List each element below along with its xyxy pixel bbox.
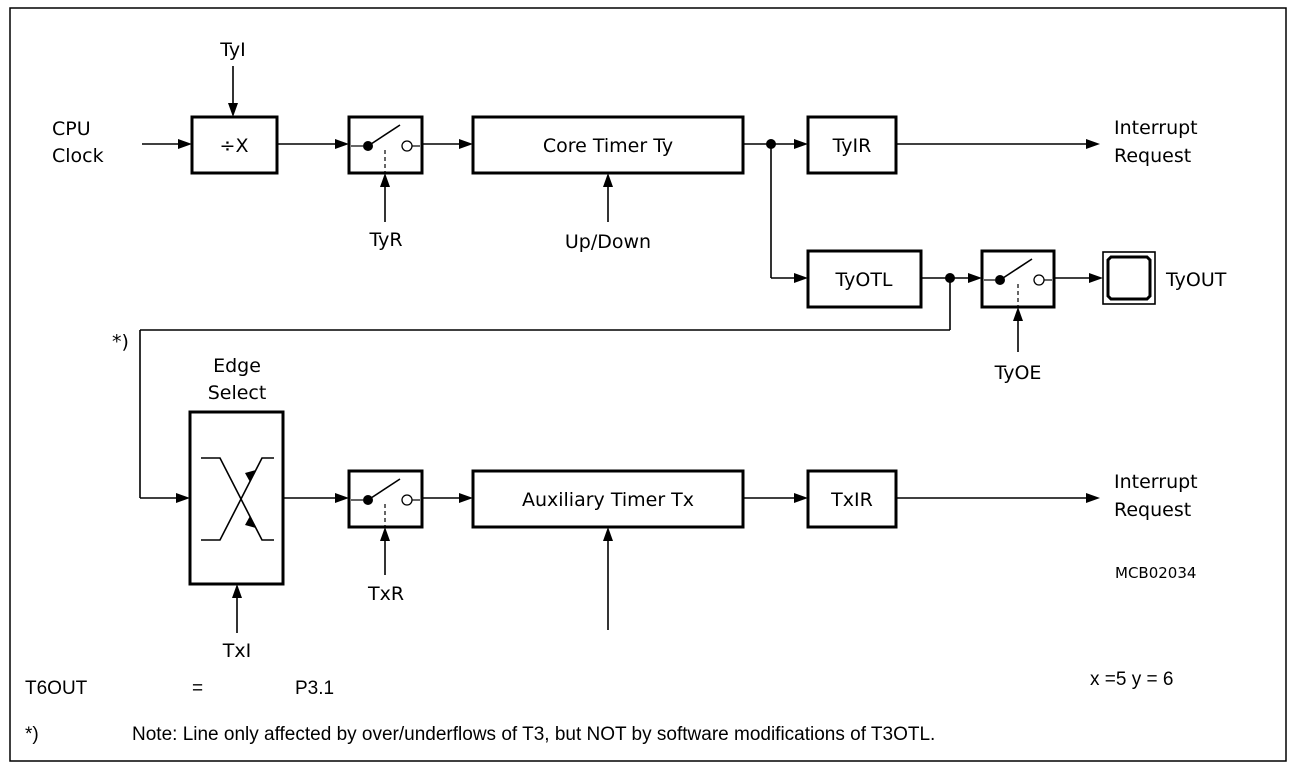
tyout-label: TyOUT xyxy=(1165,269,1227,291)
prescaler-block xyxy=(190,115,279,175)
cpu-clock-label-line2: Clock xyxy=(52,145,104,167)
note-text: Note: Line only affected by over/underfl… xyxy=(132,724,935,745)
edge-select-label-line1: Edge xyxy=(213,355,261,377)
interrupt-request-label-line1: Interrupt xyxy=(1114,117,1198,139)
txir-block xyxy=(806,469,898,529)
tyr-switch-symbol xyxy=(351,124,420,173)
txr-switch-symbol xyxy=(351,478,420,527)
tyir-block xyxy=(806,115,898,175)
timer-params: x =5 y = 6 xyxy=(1090,669,1173,690)
tyoe-switch-symbol xyxy=(984,258,1052,307)
diagram-frame xyxy=(9,7,1287,762)
pin-name: T6OUT xyxy=(25,678,88,699)
aux-timer-label: Auxiliary Timer Tx xyxy=(522,489,694,511)
tyotl-label: TyOTL xyxy=(834,269,892,291)
cpu-clock-label-line1: CPU xyxy=(52,118,91,140)
prescaler-label: ÷X xyxy=(220,135,249,157)
txir-label: TxIR xyxy=(830,489,873,511)
tyr-label: TyR xyxy=(368,229,402,251)
interrupt-request2-label-line1: Interrupt xyxy=(1114,471,1198,493)
aux-timer-block xyxy=(471,469,745,529)
up-down-label: Up/Down xyxy=(565,231,651,253)
txi-label: TxI xyxy=(222,640,251,662)
figure-code: MCB02034 xyxy=(1115,564,1196,582)
pin-value: P3.1 xyxy=(295,678,334,699)
core-timer-label: Core Timer Ty xyxy=(543,135,673,157)
interrupt-request2-label-line2: Request xyxy=(1114,499,1191,521)
edge-select-label-line2: Select xyxy=(208,382,267,404)
tyir-label: TyIR xyxy=(832,135,872,157)
footnote-mark: *) xyxy=(112,331,129,353)
tyi-label: TyI xyxy=(219,39,246,61)
edge-select-symbol xyxy=(201,457,274,541)
edge-select-block xyxy=(188,410,285,586)
note-mark: *) xyxy=(25,724,39,745)
pin-equals: = xyxy=(192,678,203,699)
tyoe-label: TyOE xyxy=(994,362,1042,384)
core-timer-block xyxy=(471,115,745,175)
tyotl-block xyxy=(806,249,923,309)
tyout-pin-symbol xyxy=(1102,251,1156,305)
interrupt-request-label-line2: Request xyxy=(1114,145,1191,167)
txr-label: TxR xyxy=(367,583,404,605)
